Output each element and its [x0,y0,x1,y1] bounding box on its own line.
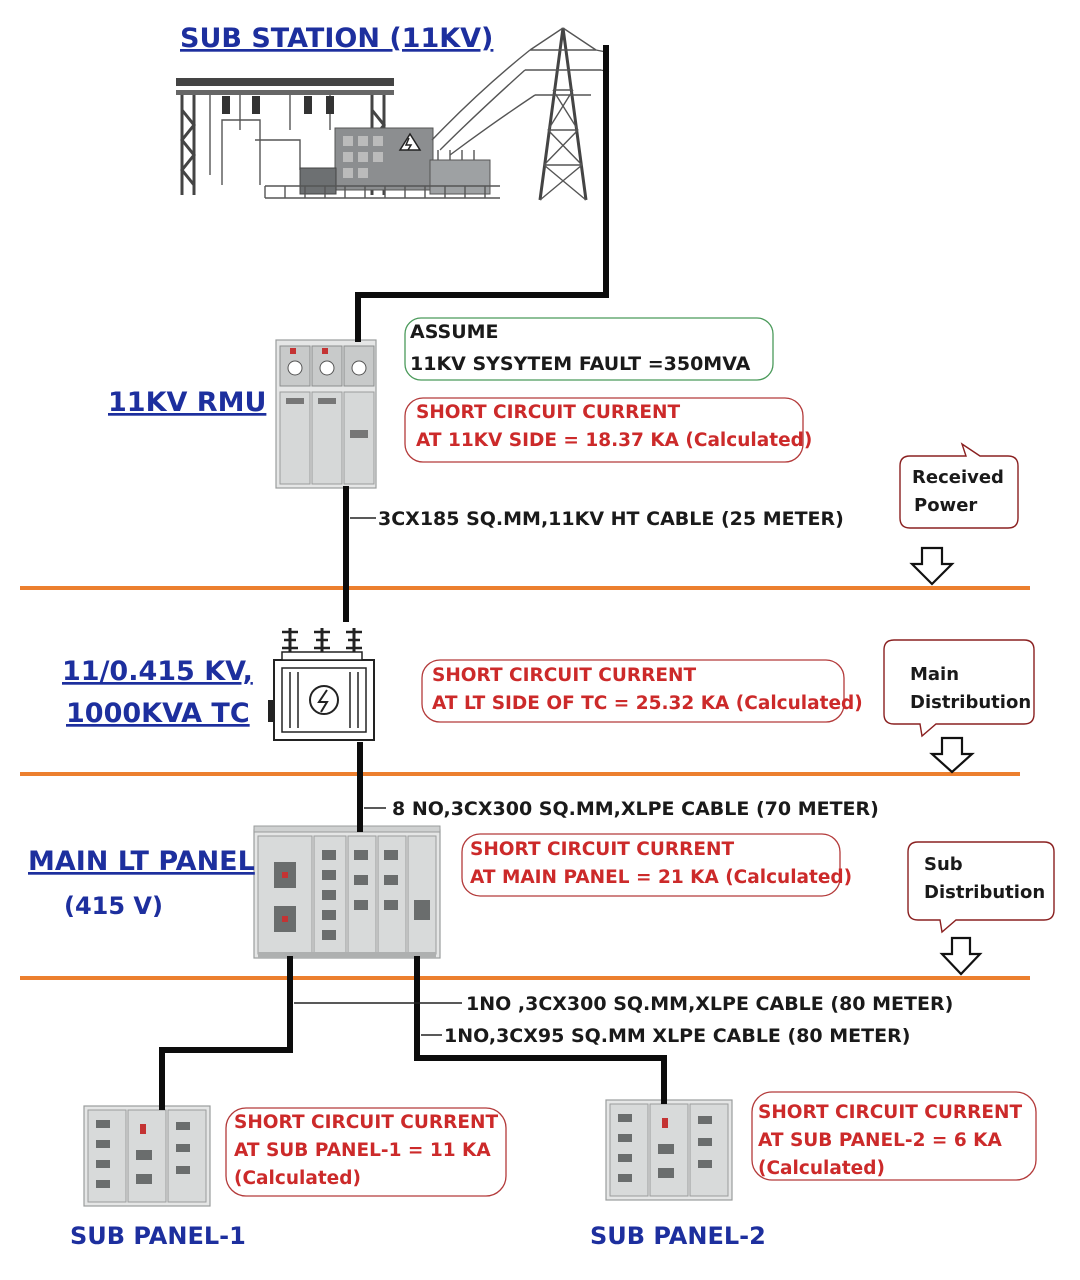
cable-ht-label: 3CX185 SQ.MM,11KV HT CABLE (25 METER) [378,508,844,530]
fault-main-line2: AT MAIN PANEL = 21 KA (Calculated) [470,867,852,888]
sub-panel-1-title: SUB PANEL-1 [70,1222,246,1250]
callout-received-line1: Received [912,467,1004,488]
sub-panel-1-icon [83,1105,211,1207]
assume-line2: 11KV SYSYTEM FAULT =350MVA [410,353,751,375]
sub-panel-2-icon [605,1099,733,1201]
assume-box [404,317,774,381]
transformer-icon [268,628,375,741]
callout-sub-line1: Sub [924,854,963,875]
fault-rmu-line2: AT 11KV SIDE = 18.37 KA (Calculated) [416,430,812,451]
callout-main-line1: Main [910,664,959,685]
fault-sub1-line2: AT SUB PANEL-1 = 11 KA [234,1140,491,1161]
assume-line1: ASSUME [410,321,499,343]
fault-sub2-line3: (Calculated) [758,1158,885,1179]
substation-icon [176,27,610,201]
fault-sub1-line1: SHORT CIRCUIT CURRENT [234,1112,498,1133]
wire-main-sub2 [414,956,667,1104]
sub-panel-2-title: SUB PANEL-2 [590,1222,766,1250]
fault-box-main-panel [461,833,841,897]
fault-sub2-line1: SHORT CIRCUIT CURRENT [758,1102,1022,1123]
rmu-title: 11KV RMU [108,387,266,418]
fault-main-line1: SHORT CIRCUIT CURRENT [470,839,734,860]
cable-sub2-label: 1NO,3CX95 SQ.MM XLPE CABLE (80 METER) [444,1025,910,1047]
fault-box-rmu [404,397,804,463]
callout-received-power [899,442,1019,529]
fault-rmu-line1: SHORT CIRCUIT CURRENT [416,402,680,423]
fault-box-sub-panel-2 [751,1091,1037,1181]
arrow-down-icon [939,936,983,976]
wire-main-sub1 [159,956,293,1110]
wire-substation-rmu [355,45,609,342]
callout-sub-distribution [907,841,1055,934]
substation-title: SUB STATION (11KV) [180,23,493,54]
fault-box-transformer [421,659,845,723]
callout-main-line2: Distribution [910,692,1031,713]
fault-sub2-line2: AT SUB PANEL-2 = 6 KA [758,1130,1002,1151]
transformer-title-line1: 11/0.415 KV, [62,656,253,687]
fault-tc-line1: SHORT CIRCUIT CURRENT [432,665,696,686]
arrow-down-icon [929,736,975,774]
main-panel-title: MAIN LT PANEL [28,846,255,877]
main-lt-panel-icon [253,825,441,959]
rmu-icon [275,339,377,489]
fault-sub1-line3: (Calculated) [234,1168,361,1189]
cable-sub1-label: 1NO ,3CX300 SQ.MM,XLPE CABLE (80 METER) [466,993,953,1015]
callout-received-line2: Power [914,495,977,516]
fault-tc-line2: AT LT SIDE OF TC = 25.32 KA (Calculated) [432,693,863,714]
transformer-title-line2: 1000KVA TC [66,698,250,729]
arrow-down-icon [909,546,955,586]
main-panel-voltage: (415 V) [64,892,163,920]
callout-main-distribution [883,639,1035,738]
callout-sub-line2: Distribution [924,882,1045,903]
cable-lt-main-label: 8 NO,3CX300 SQ.MM,XLPE CABLE (70 METER) [392,798,879,820]
fault-box-sub-panel-1 [225,1107,507,1197]
